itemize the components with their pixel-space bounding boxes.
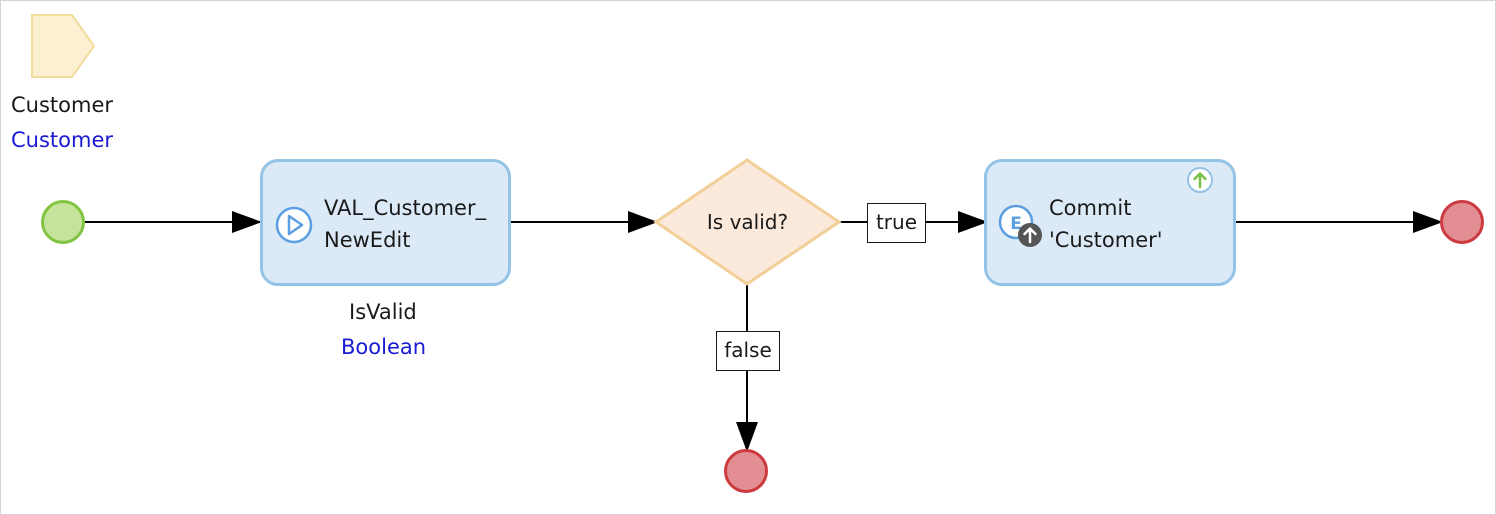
parameter-name: Customer — [11, 93, 114, 117]
microflow-call-icon — [275, 206, 313, 244]
action-line-1: VAL_Customer_ — [324, 196, 487, 220]
parameter-type: Customer — [11, 128, 114, 152]
end-event-icon[interactable] — [1440, 200, 1484, 244]
edge-label-true: true — [867, 203, 926, 243]
decision-label: Is valid? — [706, 210, 789, 234]
microflow-call-activity[interactable]: VAL_Customer_ NewEdit — [260, 159, 511, 286]
svg-text:E: E — [1010, 214, 1022, 234]
decision-diamond[interactable] — [653, 158, 842, 286]
output-variable-type: Boolean — [341, 335, 427, 359]
parameter-icon[interactable] — [31, 14, 96, 78]
commit-activity[interactable]: E Commit 'Customer' — [984, 159, 1236, 286]
start-event-icon[interactable] — [41, 200, 85, 244]
output-variable-name: IsValid — [349, 300, 417, 324]
commit-line-2: 'Customer' — [1049, 228, 1163, 252]
edge-label-false: false — [716, 331, 780, 371]
action-line-2: NewEdit — [324, 228, 411, 252]
end-event-false-icon[interactable] — [724, 449, 768, 493]
commit-object-icon: E — [998, 204, 1042, 247]
commit-upload-icon — [1187, 167, 1213, 193]
commit-line-1: Commit — [1049, 196, 1132, 220]
